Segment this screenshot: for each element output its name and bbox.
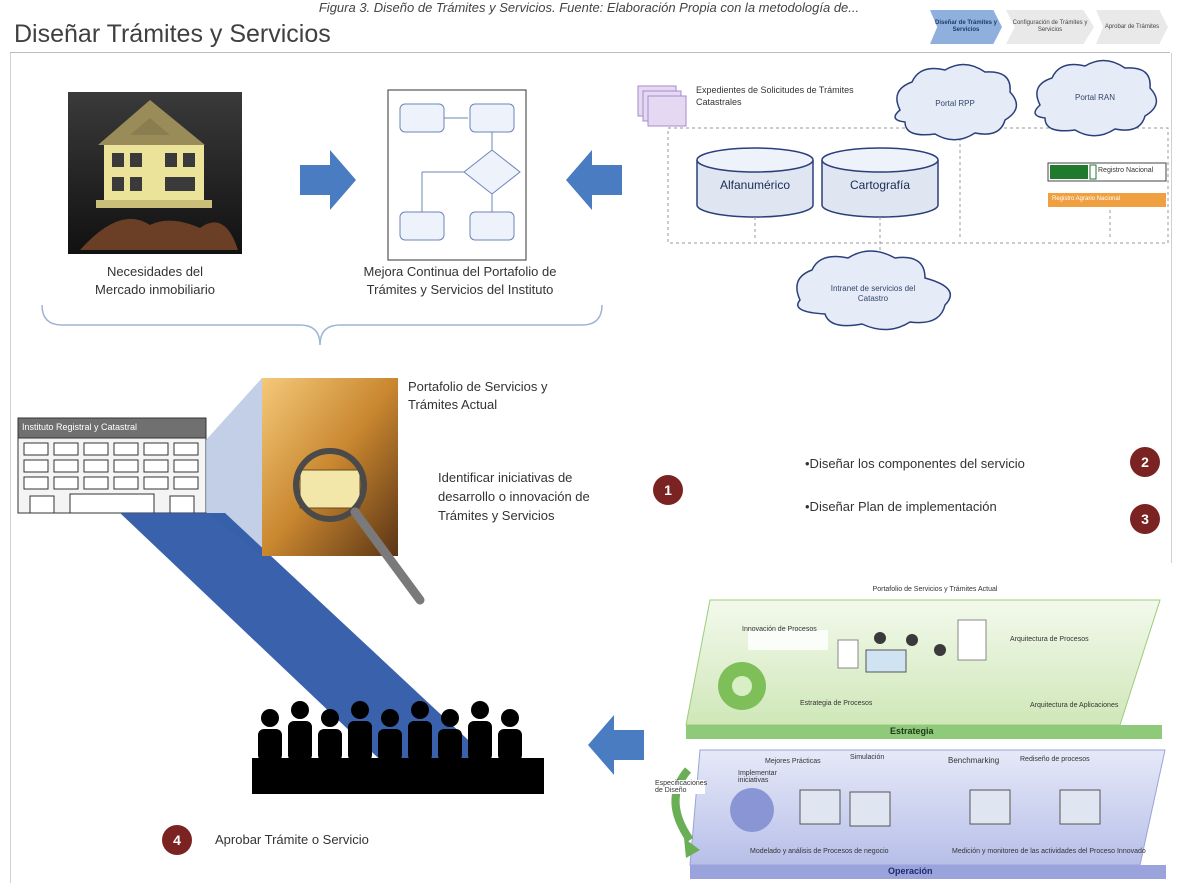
step-badge-2: 2 [1130,447,1160,477]
cloud-icon-ran [1034,59,1158,137]
arrow-left-1 [566,150,622,210]
bpm-innovacion: Innovación de Procesos [742,626,817,633]
process-step-2-label: Configuración de Trámites y Servicios [1012,20,1088,33]
bpm-modelado: Modelado y análisis de Procesos de negoc… [750,848,889,855]
title-divider [10,52,1170,53]
process-step-3-label: Aprobar de Trámites [1104,23,1160,30]
step-badge-1: 1 [653,475,683,505]
bpm-rediseno: Rediseño de procesos [1020,756,1090,763]
bpm-arq-aplicaciones: Arquitectura de Aplicaciones [1030,702,1119,709]
building-icon [17,417,207,514]
cloud-intranet-label: Intranet de servicios del Catastro [830,284,916,303]
bpm-header: Portafolio de Servicios y Trámites Actua… [800,586,1070,593]
bpm-simulacion: Simulación [850,754,885,761]
process-step-2: Configuración de Trámites y Servicios [1006,10,1094,44]
slide-frame [10,53,1172,883]
approve-label: Aprobar Trámite o Servicio [215,832,369,847]
registro-nacional-label: Registro Nacional [1098,167,1154,174]
building-sign: Instituto Registral y Catastral [22,422,138,432]
step-badge-4: 4 [162,825,192,855]
systems-frame [667,127,1169,244]
magnifier-icon [262,378,425,605]
beam-to-magnifier [206,378,262,556]
arrow-left-2 [588,715,644,775]
portfolio-improvement-label: Mejora Continua del Portafolio de Trámit… [363,264,557,297]
documents-icon [637,85,687,127]
arrow-right-1 [300,150,356,210]
figure-caption: Figura 3. Diseño de Trámites y Servicios… [318,0,860,15]
design-components-label: •Diseñar los componentes del servicio [805,456,1025,471]
db-alfanumerico-label: Alfanumérico [719,178,791,192]
people-icon [252,701,544,794]
cloud-icon-intranet [796,250,951,331]
bpm-operacion: Operación [888,866,933,876]
house-icon [68,92,242,254]
orange-bar [1048,193,1166,207]
bpm-estrategia: Estrategia [890,726,934,736]
cloud-ran-label: Portal RAN [1074,93,1115,102]
bpm-medicion: Medición y monitoreo de las actividades … [952,848,1146,855]
cloud-icon-rpp [894,63,1018,141]
bpm-estrategia-proc: Estrategia de Procesos [800,700,873,707]
cloud-rpp-label: Portal RPP [935,99,975,108]
bpm-especificaciones: Especificaciones de Diseño [655,780,708,794]
flowchart-icon [387,89,527,261]
bpm-benchmarking: Benchmarking [948,756,1000,765]
bpm-implementar: Implementar iniciativas [738,770,777,784]
identify-initiatives-label: Identificar iniciativas de desarrollo o … [438,470,590,523]
db-cartografia-label: Cartografía [849,178,911,192]
step-badge-3: 3 [1130,504,1160,534]
process-step-1-label: Diseñar de Trámites y Servicios [934,20,998,33]
process-step-3: Aprobar de Trámites [1096,10,1168,44]
orange-bar-label: Registro Agrario Nacional [1052,196,1121,202]
registro-nacional-logo [1047,162,1167,182]
bpm-arquitectura: Arquitectura de Procesos [1010,636,1089,643]
database-icon-cartografia [821,147,939,218]
current-portfolio-label: Portafolio de Servicios y Trámites Actua… [408,379,548,412]
bpm-mejores-practicas: Mejores Prácticas [765,758,821,765]
database-icon-alfanumerico [696,147,814,218]
process-step-1: Diseñar de Trámites y Servicios [930,10,1002,44]
bracket [41,304,603,346]
page-title: Diseñar Trámites y Servicios [14,20,331,48]
bpm-model [652,563,1176,885]
market-label: Necesidades del Mercado inmobiliario [95,264,215,297]
design-plan-label: •Diseñar Plan de implementación [805,499,997,514]
expedientes-label: Expedientes de Solicitudes de Trámites C… [696,85,854,107]
